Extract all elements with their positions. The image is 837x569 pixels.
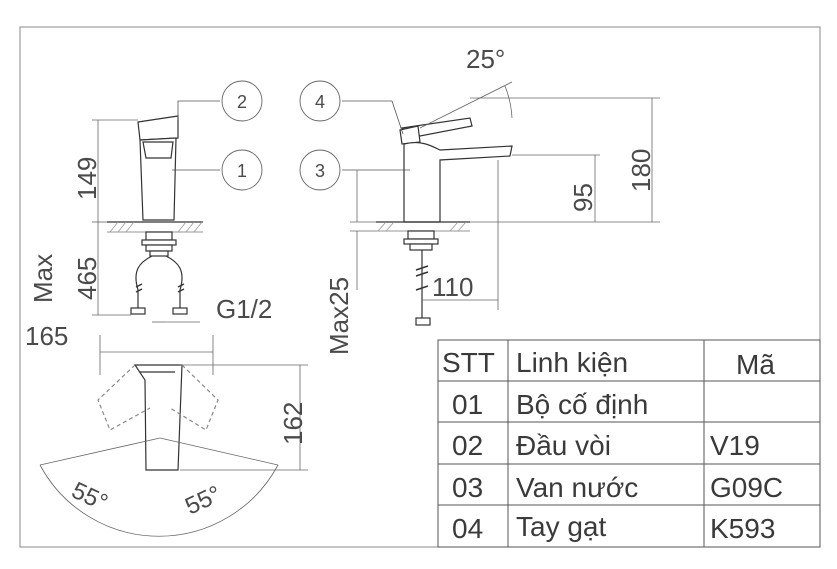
front-view (107, 100, 220, 315)
row-1-stt: 01 (452, 389, 483, 420)
side-dimension-lines (350, 81, 660, 310)
thread-label: G1/2 (216, 294, 272, 324)
callout-2: 2 (221, 80, 263, 122)
table-header-part: Linh kiện (516, 347, 628, 378)
total-height-label: 180 (626, 149, 656, 192)
svg-text:1: 1 (237, 161, 247, 181)
dimension-labels: 25° 149 Max 465 G1/2 165 95 180 Max25 11… (25, 44, 656, 520)
swing-right-label: 55° (181, 481, 225, 521)
row-1-part: Bộ cố định (516, 389, 648, 420)
plan-depth-label: 162 (278, 402, 308, 445)
svg-text:3: 3 (315, 161, 325, 181)
row-4-stt: 04 (452, 513, 483, 544)
row-4-part: Tay gạt (516, 511, 606, 542)
table-header-code: Mã (736, 349, 775, 380)
row-4-code: K593 (710, 513, 775, 544)
row-2-part: Đầu vòi (516, 430, 611, 461)
side-view (342, 100, 513, 326)
front-dimension-lines (92, 119, 214, 375)
callouts: 1 2 3 4 (221, 80, 341, 191)
parts-table: STT Linh kiện Mã 01 Bộ cố định 02 Đầu vò… (437, 339, 821, 548)
row-2-code: V19 (710, 430, 760, 461)
table-header-stt: STT (442, 347, 495, 378)
callout-4: 4 (299, 80, 341, 122)
depth-total-label: 165 (25, 321, 68, 351)
height-body-label: 149 (72, 157, 102, 200)
callout-3: 3 (299, 149, 341, 191)
max-deck-label: Max25 (324, 277, 354, 355)
row-3-code: G09C (710, 472, 783, 503)
max-label: Max (28, 254, 58, 303)
spout-height-label: 95 (568, 183, 598, 212)
row-3-stt: 03 (452, 472, 483, 503)
row-2-stt: 02 (452, 430, 483, 461)
angle-handle-label: 25° (466, 44, 505, 74)
svg-text:4: 4 (315, 92, 325, 112)
spout-reach-label: 110 (432, 272, 473, 302)
swing-left-label: 55° (67, 477, 111, 517)
row-3-part: Van nước (516, 472, 638, 503)
svg-text:2: 2 (237, 92, 247, 112)
pipe-length-label: 465 (72, 257, 102, 300)
drawing-frame (19, 26, 821, 548)
plan-view (39, 364, 308, 537)
callout-1: 1 (221, 149, 263, 191)
